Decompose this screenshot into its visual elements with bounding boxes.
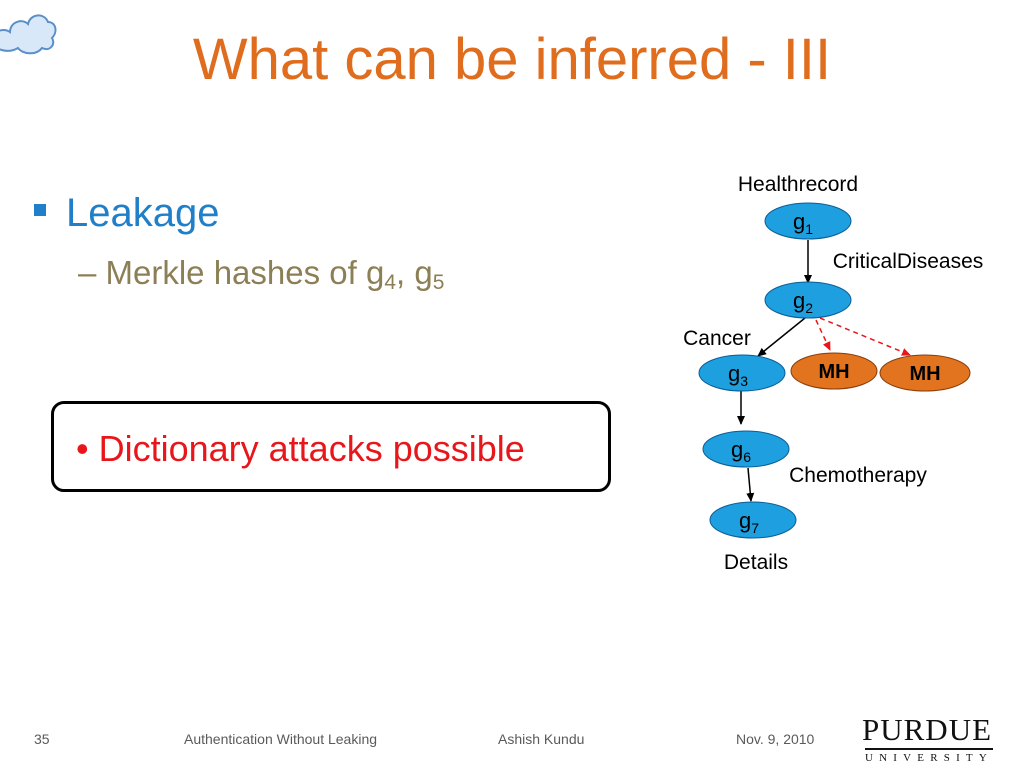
node-g6: g6 — [702, 430, 790, 468]
footer-presentation-title: Authentication Without Leaking — [184, 731, 378, 747]
svg-text:g2: g2 — [793, 288, 813, 316]
cloud-decoration-icon — [0, 14, 57, 55]
node-g7-base: g — [739, 508, 751, 533]
node-g2-base: g — [793, 288, 805, 313]
sub-bullet-merkle-hashes: – Merkle hashes of g4, g5 — [78, 253, 444, 303]
callout-text: • Dictionary attacks possible — [76, 428, 525, 469]
purdue-university-logo: PURDUE UNIVERSITY — [862, 714, 998, 764]
label-details: Details — [724, 551, 788, 574]
label-chemotherapy: Chemotherapy — [789, 464, 927, 487]
label-cancer: Cancer — [683, 327, 751, 350]
node-g6-sub: 6 — [743, 449, 751, 465]
edge-g2-mh1-dashed — [815, 319, 831, 351]
subscript-5: 5 — [432, 271, 445, 294]
node-g7-sub: 7 — [751, 520, 759, 536]
hash-node-mh-2-label: MH — [909, 363, 940, 385]
edge-g6-g7 — [746, 467, 755, 502]
subscript-4: 4 — [384, 271, 397, 294]
sub-bullet-text: – Merkle hashes of g — [78, 254, 385, 291]
label-criticaldiseases: CriticalDiseases — [833, 250, 984, 273]
bullet-leakage-text: Leakage — [66, 191, 220, 235]
node-g2-sub: 2 — [805, 300, 813, 316]
hash-node-mh-1: MH — [790, 352, 878, 390]
footer-date: Nov. 9, 2010 — [736, 731, 815, 747]
node-g3-base: g — [728, 361, 740, 386]
slide-title: What can be inferred - III — [192, 27, 832, 92]
hash-node-mh-2: MH — [879, 354, 971, 392]
svg-text:g6: g6 — [731, 437, 751, 465]
edge-g2-g3 — [757, 317, 806, 357]
hash-node-mh-1-label: MH — [818, 361, 849, 383]
node-g6-base: g — [731, 437, 743, 462]
node-g2: g2 — [764, 281, 852, 319]
purdue-logo-rule — [865, 748, 993, 750]
node-g7: g7 — [709, 501, 797, 539]
node-g1-sub: 1 — [805, 221, 813, 237]
edge-g2-mh2-dashed — [819, 317, 911, 356]
node-g3: g3 — [698, 354, 786, 392]
node-g1-base: g — [793, 209, 805, 234]
purdue-logo-subtitle: UNIVERSITY — [865, 752, 993, 764]
footer-author: Ashish Kundu — [498, 731, 585, 747]
purdue-logo-name: PURDUE — [862, 712, 993, 747]
svg-text:g1: g1 — [793, 209, 813, 237]
square-bullet-icon — [34, 204, 46, 216]
node-g3-sub: 3 — [740, 373, 748, 389]
footer-page-number: 35 — [34, 731, 50, 747]
node-g1: g1 — [764, 202, 852, 240]
label-healthrecord: Healthrecord — [738, 173, 858, 196]
svg-text:g3: g3 — [728, 361, 748, 389]
svg-text:g7: g7 — [739, 508, 759, 536]
callout-box: • Dictionary attacks possible — [51, 401, 611, 492]
sub-bullet-separator: , g — [396, 254, 433, 291]
